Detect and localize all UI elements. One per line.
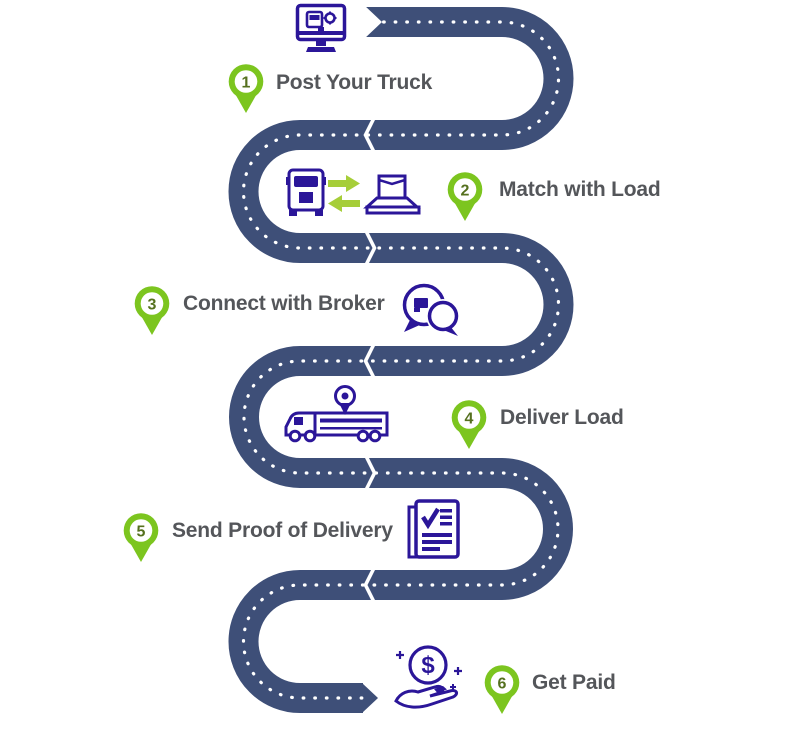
step-label: Get Paid xyxy=(532,671,616,694)
road-joint-notch xyxy=(364,230,377,266)
step-pin-marker: 2 xyxy=(447,172,483,222)
road-joint-notch xyxy=(363,567,376,603)
road-end-tip xyxy=(362,683,378,713)
swap-arrow-left xyxy=(328,195,360,212)
step-label: Connect with Broker xyxy=(183,292,385,315)
pin-number: 5 xyxy=(137,524,146,541)
pin-number: 6 xyxy=(498,676,507,693)
delivery-truck-pin-icon xyxy=(284,385,389,443)
step-pin-marker: 6 xyxy=(484,665,520,715)
road-joint-notch xyxy=(363,117,376,153)
swap-arrow-right xyxy=(328,175,360,192)
step-pin-marker: 1 xyxy=(228,64,264,114)
proof-document-icon xyxy=(407,499,460,559)
computer-truck-icon xyxy=(295,3,347,52)
step-pin-marker: 5 xyxy=(123,513,159,563)
road-joint-notch xyxy=(363,343,376,379)
step-label: Post Your Truck xyxy=(276,71,433,94)
step-pin-marker: 4 xyxy=(451,400,487,450)
pin-number: 4 xyxy=(465,411,474,428)
road-path xyxy=(228,6,574,713)
step-label: Send Proof of Delivery xyxy=(172,519,393,542)
pin-number: 1 xyxy=(242,75,251,92)
road-joint-notch xyxy=(364,455,377,491)
svg-text:$: $ xyxy=(421,652,435,679)
pin-number: 2 xyxy=(461,183,470,200)
step-label: Deliver Load xyxy=(500,406,624,429)
step-pin-marker: 3 xyxy=(134,286,170,336)
chat-bubbles-icon xyxy=(402,283,460,336)
step-label: Match with Load xyxy=(499,178,661,201)
truck-load-swap-icon xyxy=(286,168,421,216)
pin-number: 3 xyxy=(148,297,157,314)
hand-coin-icon: $ xyxy=(394,645,462,709)
